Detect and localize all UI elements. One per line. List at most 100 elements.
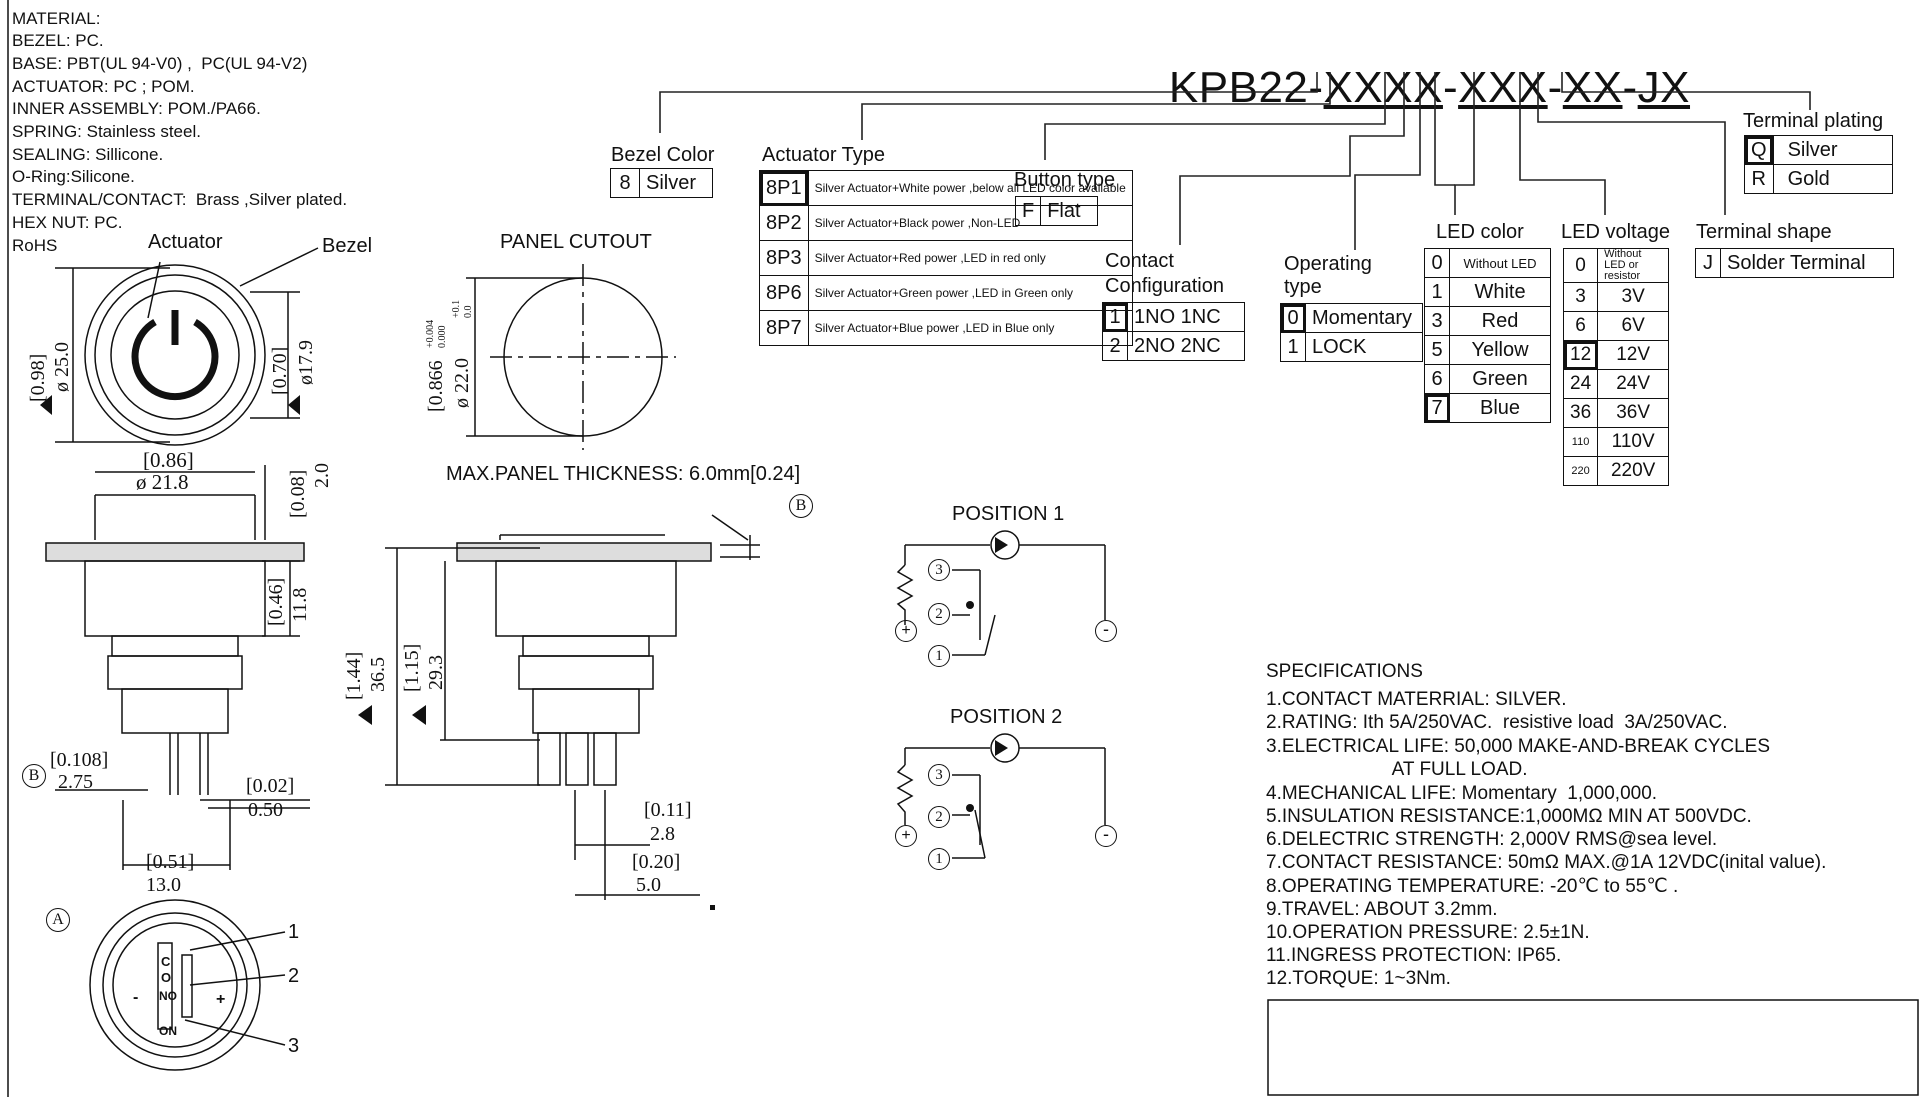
leader-button bbox=[1044, 72, 1386, 160]
schematic-node: 2 bbox=[928, 806, 950, 828]
option-value: 6V bbox=[1597, 311, 1670, 341]
option-code: 7 bbox=[1424, 393, 1450, 423]
option-value: Silver bbox=[1772, 135, 1893, 165]
panel-cutout-view bbox=[466, 264, 676, 450]
position-2-title: POSITION 2 bbox=[950, 706, 1063, 728]
material-line: RoHS bbox=[12, 236, 58, 255]
terminal-shape-title: Terminal shape bbox=[1696, 221, 1832, 243]
arrow-icon bbox=[40, 395, 52, 415]
option-code: 8 bbox=[610, 168, 640, 198]
option-value: 36V bbox=[1597, 398, 1670, 428]
spec-item: 3.ELECTRICAL LIFE: 50,000 MAKE-AND-BREAK… bbox=[1266, 736, 1771, 757]
schematic-node: + bbox=[895, 825, 917, 847]
schematic-node: - bbox=[1095, 620, 1117, 642]
option-value: 110V bbox=[1597, 427, 1670, 457]
material-line: INNER ASSEMBLY: POM./PA66. bbox=[12, 99, 261, 118]
marker-b: B bbox=[22, 764, 46, 788]
option-value: Flat bbox=[1040, 196, 1099, 226]
dim-label: ø 21.8 bbox=[136, 470, 189, 494]
leader-operating bbox=[1354, 72, 1421, 250]
operating-type-title: Operating bbox=[1284, 253, 1372, 275]
option-value: White bbox=[1449, 277, 1551, 307]
part-code-dash: - bbox=[1547, 63, 1563, 112]
contact-config-title: Contact bbox=[1105, 250, 1174, 272]
dim-label: [1.44] bbox=[343, 651, 365, 700]
dim-label: +0.1 bbox=[451, 299, 462, 318]
arrow-icon bbox=[288, 395, 300, 415]
option-code: F bbox=[1014, 196, 1042, 226]
option-value: Silver Actuator+White power ,below all L… bbox=[807, 170, 1133, 206]
dim-label: 0.50 bbox=[248, 799, 283, 821]
schematic-node: 1 bbox=[928, 645, 950, 667]
dim-label: [0.11] bbox=[644, 799, 692, 821]
schematic-node: 2 bbox=[928, 603, 950, 625]
option-value: Silver bbox=[639, 168, 713, 198]
title-block-frame bbox=[1267, 999, 1919, 1096]
option-value: Yellow bbox=[1449, 335, 1551, 365]
contact-config-title: Configuration bbox=[1105, 275, 1224, 297]
option-value: 24V bbox=[1597, 369, 1670, 399]
bottom-view bbox=[89, 899, 286, 1071]
spec-item: 8.OPERATING TEMPERATURE: -20℃ to 55℃ . bbox=[1266, 876, 1679, 897]
option-code: J bbox=[1695, 248, 1721, 278]
option-code: 3 bbox=[1562, 282, 1599, 312]
led-diode-icon bbox=[995, 537, 1008, 553]
option-value: Red bbox=[1449, 306, 1551, 336]
dim-label: +0.004 bbox=[425, 319, 436, 348]
bezel-color-title: Bezel Color bbox=[611, 144, 715, 166]
material-line: SEALING: Sillicone. bbox=[12, 145, 164, 164]
position-2-schematic bbox=[896, 747, 1106, 859]
part-code-dash: - bbox=[1622, 63, 1638, 112]
option-code: 8P7 bbox=[759, 310, 809, 346]
dim-label: [0.51] bbox=[146, 851, 195, 873]
side-view-left bbox=[45, 465, 310, 870]
schematic-node: - bbox=[1095, 825, 1117, 847]
arrow-icon bbox=[412, 705, 426, 725]
terminal-label: 3 bbox=[288, 1035, 300, 1057]
material-line: ACTUATOR: PC ; POM. bbox=[12, 77, 195, 96]
spec-item: 1.CONTACT MATERRIAL: SILVER. bbox=[1266, 689, 1567, 710]
pin-label: - bbox=[133, 989, 139, 1006]
marker-b: B bbox=[789, 494, 813, 518]
spec-item: 7.CONTACT RESISTANCE: 50mΩ MAX.@1A 12VDC… bbox=[1266, 852, 1827, 873]
schematic-node: 3 bbox=[928, 559, 950, 581]
dim-label: 36.5 bbox=[367, 657, 389, 692]
led-voltage-title: LED voltage bbox=[1561, 221, 1670, 243]
dim-label: 2.75 bbox=[58, 771, 93, 793]
dim-label: ø 22.0 bbox=[451, 358, 473, 408]
bezel-label: Bezel bbox=[322, 235, 373, 257]
option-code: 110 bbox=[1562, 427, 1599, 457]
pin-label: O bbox=[161, 970, 172, 985]
leader-actuator bbox=[861, 72, 1331, 140]
contact-dot-icon bbox=[966, 804, 974, 812]
option-value: Silver Actuator+Green power ,LED in Gree… bbox=[807, 275, 1133, 311]
part-code: KPB22-XXXX-XXX-XX-JX bbox=[1118, 22, 1690, 154]
option-code: 0 bbox=[1562, 248, 1599, 283]
part-code-dash: - bbox=[1442, 63, 1459, 112]
actuator-label: Actuator bbox=[148, 231, 223, 253]
option-value: Silver Actuator+Blue power ,LED in Blue … bbox=[807, 310, 1133, 346]
option-value: 2NO 2NC bbox=[1127, 331, 1245, 361]
panel-cutout-title: PANEL CUTOUT bbox=[500, 231, 652, 253]
